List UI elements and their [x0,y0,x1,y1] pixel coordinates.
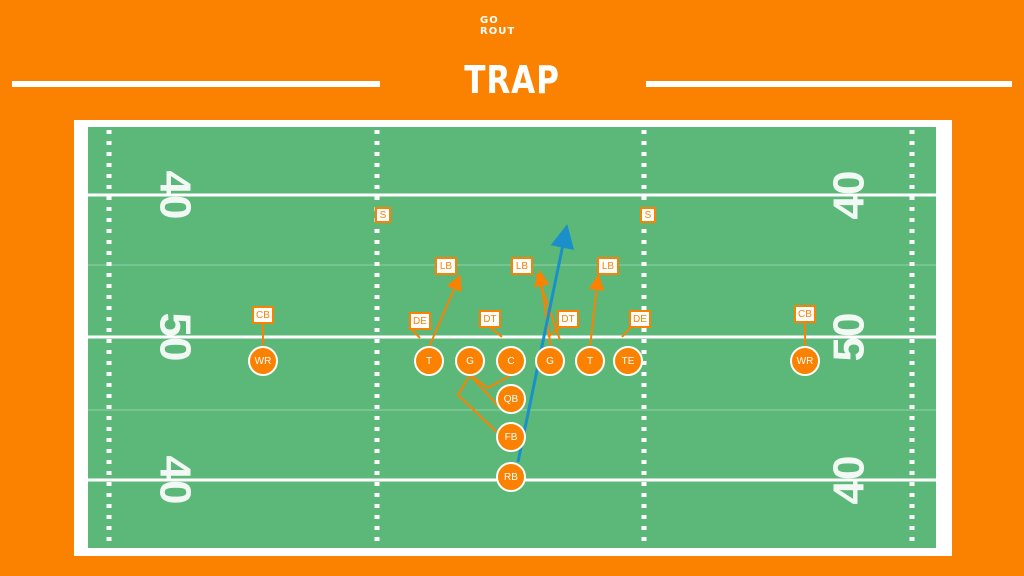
fullback-lead-route [456,374,503,438]
player-label: T [587,356,593,367]
tag-label: CB [798,309,812,320]
running-back: RB [496,462,526,492]
wide-receiver: WR [790,346,820,376]
yard-number: 40 [151,456,200,505]
offense: WR T G C G T TE WR QB FB RB [248,346,820,492]
player-label: QB [504,394,519,405]
tackle: T [575,346,605,376]
dt-line [489,326,503,338]
tag-label: S [380,210,387,221]
tag-label: LB [602,261,615,272]
tag-label: CB [256,310,270,321]
tag-label: DE [633,314,647,325]
tag-label: LB [516,261,529,272]
quarterback: QB [496,384,526,414]
guard: G [455,346,485,376]
center-block-route [469,374,512,390]
yard-number: 40 [825,456,874,505]
player-label: WR [797,356,814,367]
logo-line-1: GO [480,15,499,26]
tag-label: LB [440,261,453,272]
hash-marks [106,130,915,546]
yard-number: 40 [151,171,200,220]
player-label: FB [505,432,518,443]
defensive-tackle-tag: DT [479,310,501,328]
guard: G [535,346,565,376]
tackle: T [414,346,444,376]
player-label: C [507,356,514,367]
tag-label: DT [561,314,574,325]
player-label: RB [504,472,518,483]
yard-number: 50 [151,313,200,362]
safety-tag: S [640,207,656,223]
logo-line-2: ROUT [480,26,516,37]
guard-pull-route [469,374,503,411]
gorout-logo: GO ROUT [480,15,544,41]
cornerback-tag: CB [794,305,816,323]
player-label: G [466,356,474,367]
fullback: FB [496,422,526,452]
tackle-block-route [428,274,462,348]
cornerback-tag: CB [252,306,274,324]
wide-receiver: WR [248,346,278,376]
routes [262,270,806,438]
player-label: TE [622,356,635,367]
defense: S S LB LB LB DE DT DT DE CB CB [252,207,816,330]
dt-line-right [547,326,561,338]
yard-numbers: 40 50 40 40 50 40 [151,171,874,505]
linebacker-tag: LB [511,257,533,275]
yard-number: 40 [825,171,874,220]
player-label: WR [255,356,272,367]
center: C [496,346,526,376]
title-rule-left [12,81,380,87]
tag-label: S [645,210,652,221]
tight-end: TE [613,346,643,376]
linebacker-tag: LB [597,257,619,275]
ball-carrier-path [516,224,575,463]
tag-label: DE [413,316,427,327]
defensive-end-tag: DE [629,310,651,328]
yard-number: 50 [825,313,874,362]
safety-tag: S [375,207,391,223]
linebacker-tag: LB [435,257,457,275]
play-title: TRAP [464,58,560,102]
de-line [411,329,421,339]
title-rule-right [646,81,1012,87]
player-label: G [546,356,554,367]
tackle-block-route-right [588,274,605,348]
lb-line [535,273,561,341]
defensive-tackle-tag: DT [557,310,579,328]
player-label: T [426,356,432,367]
defensive-end-tag: DE [409,312,431,330]
tag-label: DT [483,314,496,325]
